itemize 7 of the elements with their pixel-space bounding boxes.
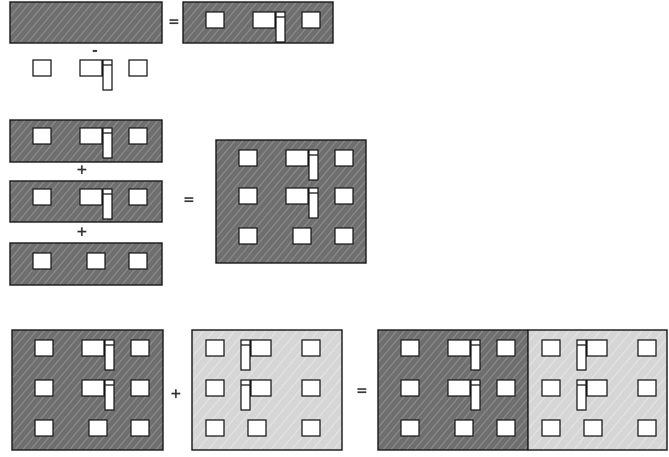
minus-sign: - [92, 44, 98, 58]
equals-sign: = [168, 15, 180, 29]
equals-sign: = [356, 384, 368, 398]
plus-sign: + [76, 225, 88, 239]
equals-sign: = [183, 193, 195, 207]
plus-sign: + [170, 387, 182, 401]
plus-sign: + [76, 163, 88, 177]
